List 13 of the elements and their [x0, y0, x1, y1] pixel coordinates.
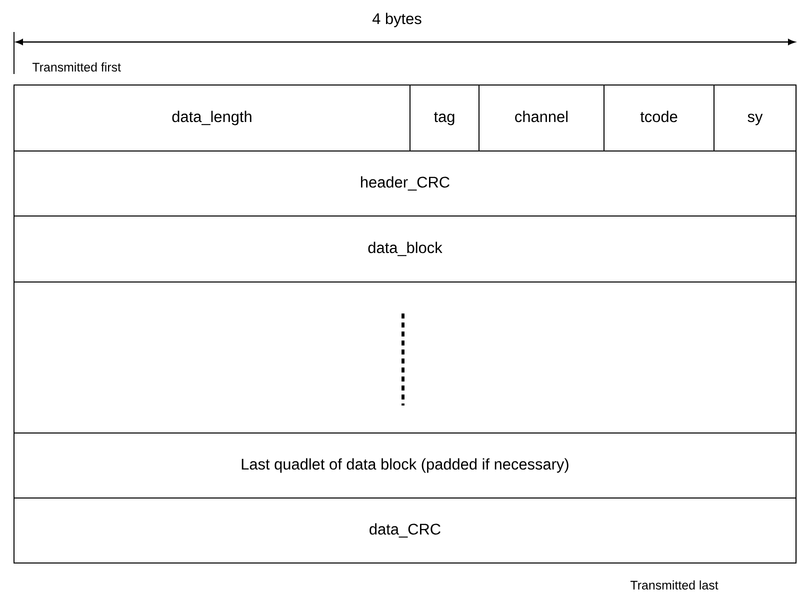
note-text: Transmitted first [32, 62, 121, 72]
field-cell: data_CRC [14, 498, 796, 564]
field-cell: channel [478, 84, 604, 152]
field-cell: data_block [14, 216, 796, 282]
field-cell: tag [410, 84, 480, 152]
field-cell: tcode [604, 84, 714, 152]
field-cell: sy [714, 84, 796, 152]
note-text: Transmitted last [630, 580, 718, 590]
dimension-label: 4 bytes [372, 12, 422, 28]
empty-row [14, 282, 796, 434]
field-cell: data_length [14, 84, 410, 152]
field-cell: Last quadlet of data block (padded if necessary) [14, 432, 796, 498]
field-cell: header_CRC [14, 150, 796, 216]
